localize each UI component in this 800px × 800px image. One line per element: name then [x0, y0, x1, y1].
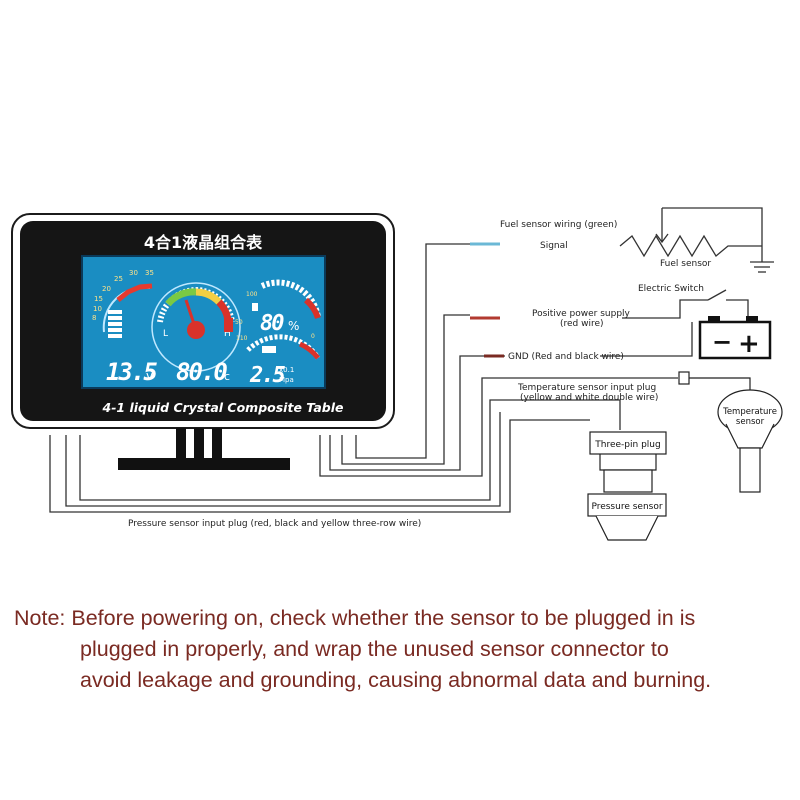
fuel-scale-100: 100 [246, 291, 258, 298]
temperature-readout: 80.0 [176, 358, 227, 386]
voltage-scale-8: 8 [92, 314, 96, 322]
fuel-readout: 80 [260, 311, 284, 336]
dial-mark-h: H [224, 329, 231, 339]
fuel-scale-0: 0 [311, 333, 315, 340]
mounting-bracket [118, 428, 290, 470]
voltage-scale-30: 30 [129, 269, 138, 277]
temp-plug-sub-label: (yellow and white double wire) [520, 393, 658, 403]
pressure-scale: 50 110 [235, 319, 321, 360]
pressure-readout: 2.5 [249, 363, 285, 388]
lcd-screen [81, 255, 326, 389]
pressure-sensor: Three-pin plug Pressure sensor [587, 431, 667, 541]
gauge-device: 4合1液晶组合表 8 10 15 20 25 30 35 [11, 213, 395, 470]
voltage-scale-15: 15 [94, 295, 103, 303]
battery-plus: + [738, 329, 760, 359]
voltage-scale: 8 10 15 20 25 30 35 [92, 269, 154, 338]
dial-mark-l: L [163, 329, 168, 339]
pressure-unit-top: x0.1 [279, 366, 294, 374]
temperature-sensor-label-1: Temperature [722, 407, 777, 417]
battery-minus: − [712, 328, 732, 356]
electric-switch-label: Electric Switch [638, 284, 704, 294]
voltage-scale-10: 10 [93, 305, 102, 313]
positive-power-sub-label: (red wire) [560, 319, 604, 329]
fuel-unit: % [288, 319, 299, 333]
positive-wire [341, 314, 470, 465]
battery-icon: − + [698, 316, 772, 360]
device-subtitle: 4-1 liquid Crystal Composite Table [102, 400, 344, 415]
fuel-sensor-circuit [619, 207, 774, 273]
pressure-wire-1 [79, 399, 621, 501]
pressure-plug-label: Pressure sensor input plug (red, black a… [128, 519, 421, 529]
three-pin-plug-label: Three-pin plug [594, 440, 660, 450]
voltage-unit: v [146, 369, 153, 383]
gnd-label: GND (Red and black wire) [508, 352, 624, 362]
temperature-dial: L H [151, 282, 241, 372]
signal-label: Signal [540, 241, 568, 251]
fuel-wire [355, 243, 470, 459]
voltage-scale-35: 35 [145, 269, 154, 277]
diagram-labels: Fuel sensor wiring (green) Signal Fuel s… [128, 220, 711, 529]
wiring-diagram: 4合1液晶组合表 8 10 15 20 25 30 35 [11, 207, 783, 541]
fuel-sensor-label: Fuel sensor [660, 259, 711, 269]
voltage-scale-25: 25 [114, 275, 123, 283]
warning-note: Note: Before powering on, check whether … [14, 603, 794, 696]
note-line-3: avoid leakage and grounding, causing abn… [80, 668, 712, 692]
temp-scale-110: 110 [236, 335, 248, 342]
pressure-wire-3 [49, 419, 590, 513]
pressure-wire-2 [65, 412, 501, 507]
positive-power-label: Positive power supply [532, 309, 631, 319]
temp-plug-label: Temperature sensor input plug [517, 383, 656, 393]
pressure-unit-bottom: Mpa [279, 376, 294, 384]
fuel-wiring-label: Fuel sensor wiring (green) [500, 220, 617, 230]
temperature-unit: c [224, 370, 230, 383]
fuel-scale: 100 0 [246, 279, 321, 340]
temp-scale-50: 50 [235, 319, 243, 326]
voltage-readout: 13.5 [106, 358, 157, 386]
wires [49, 242, 678, 513]
device-title: 4合1液晶组合表 [144, 233, 263, 252]
temperature-wire [319, 377, 678, 477]
voltage-scale-20: 20 [102, 285, 111, 293]
temperature-sensor: Temperature sensor [678, 371, 783, 493]
temperature-sensor-label-2: sensor [736, 417, 765, 427]
note-line-1: Note: Before powering on, check whether … [14, 606, 696, 630]
note-line-2: plugged in properly, and wrap the unused… [80, 637, 669, 661]
pressure-sensor-label: Pressure sensor [591, 502, 662, 512]
power-circuit [600, 289, 749, 357]
